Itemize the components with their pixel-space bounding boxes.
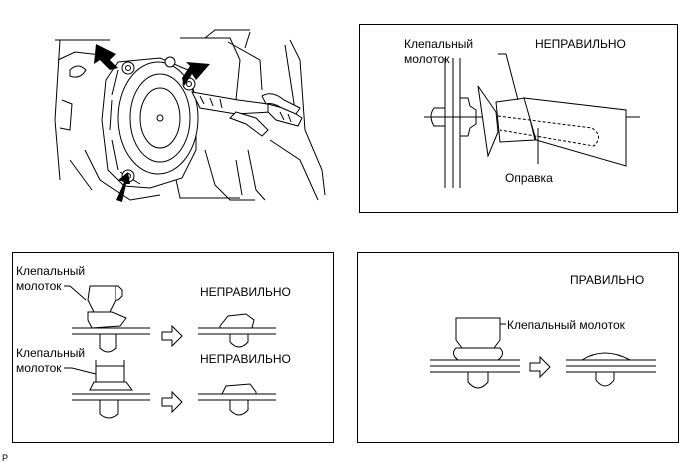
tool-label-line2: молоток: [404, 52, 450, 66]
row1-leader: [64, 285, 87, 301]
arrow-right-icon: [161, 324, 183, 348]
panel-sheets-left: [430, 359, 520, 373]
tool-leader: [498, 53, 519, 101]
arrow-right-icon: [161, 390, 183, 414]
panel-incorrect-examples: Клепальный молоток НЕПРАВИЛЬНО Клепальны…: [12, 252, 334, 443]
panel-sheets-row2: [72, 393, 150, 401]
correct-tool-label: Клепальный молоток: [507, 318, 626, 332]
row2-leader: [64, 367, 97, 375]
panel-incorrect-angle: Клепальный молоток НЕПРАВИЛЬНО Оправка: [359, 24, 678, 213]
tool-nose: [477, 85, 499, 158]
panel-sheets-row1: [72, 327, 150, 335]
correct-status: ПРАВИЛЬНО: [570, 273, 644, 287]
row1-tool-label-line2: молоток: [16, 279, 62, 293]
row2-status: НЕПРАВИЛЬНО: [200, 352, 291, 366]
arrow-right-icon: [529, 355, 551, 379]
row2-tool-label-line2: молоток: [16, 361, 62, 375]
tool-label-line1: Клепальный: [404, 37, 473, 51]
panel-sheets-right: [566, 359, 656, 373]
panel-frame: [357, 252, 679, 443]
speaker-removal-illustration: [54, 29, 326, 202]
tool-row2: [95, 365, 125, 383]
row1-status: НЕПРАВИЛЬНО: [200, 285, 291, 299]
set-rivet-head: [580, 352, 631, 361]
figure-code: P: [2, 453, 8, 463]
mandrel-dashed: [497, 115, 599, 147]
panel-correct-example: Клепальный молоток ПРАВИЛЬНО: [357, 252, 679, 443]
tool-correct: [455, 317, 501, 349]
rivet-tool-body: [523, 97, 627, 167]
row1-tool-label-line1: Клепальный: [16, 264, 85, 278]
panel-frame: [12, 252, 334, 443]
mandrel-label: Оправка: [505, 171, 553, 185]
row2-tool-label-line1: Клепальный: [16, 346, 85, 360]
panel-frame: [359, 24, 678, 213]
incorrect-status: НЕПРАВИЛЬНО: [535, 37, 626, 51]
tool-row1: [87, 285, 117, 313]
